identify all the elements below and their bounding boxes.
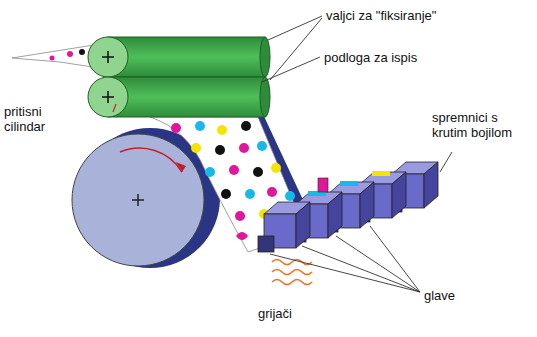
heads-label: glave xyxy=(424,288,455,303)
print-heads xyxy=(258,162,438,252)
media-label: podloga za ispis xyxy=(324,50,417,65)
heater-label: grijači xyxy=(258,306,292,321)
fixing-rollers-label: valjci za "fiksiranje" xyxy=(326,8,436,23)
fixing-rollers xyxy=(88,37,270,117)
pressure-cylinder xyxy=(72,134,204,266)
ink-container-label: spremnici s krutim bojilom xyxy=(432,110,532,140)
cylinder-label: pritisni cilindar xyxy=(4,104,72,134)
leader-lines xyxy=(262,16,452,292)
